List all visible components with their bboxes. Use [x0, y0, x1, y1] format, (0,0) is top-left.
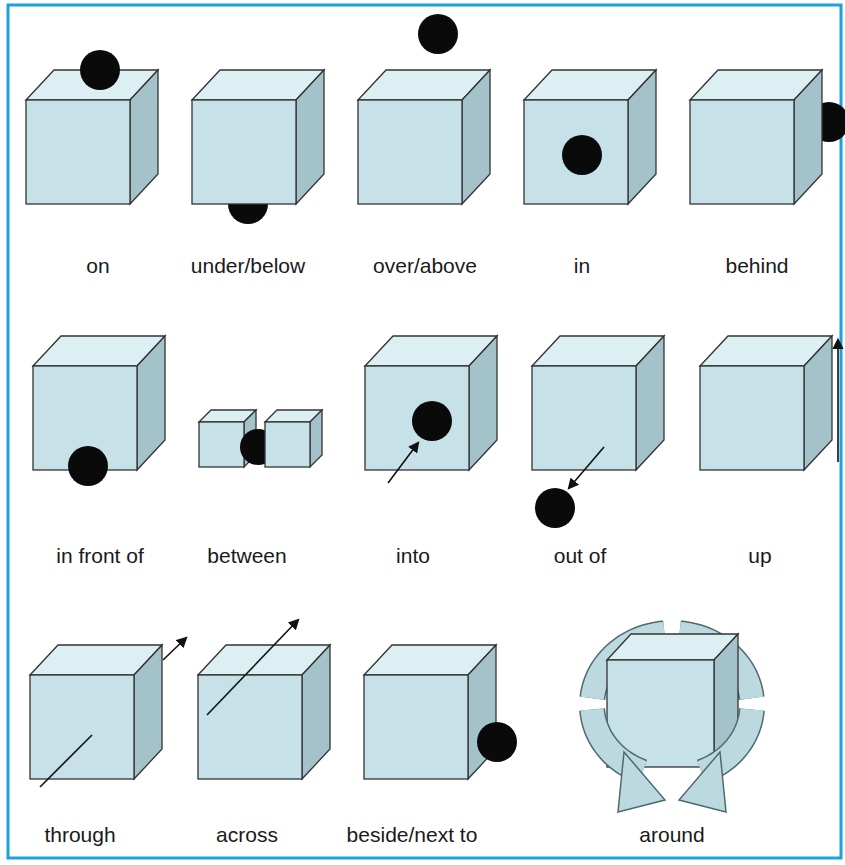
preposition-label: up [748, 543, 771, 568]
preposition-label: into [396, 543, 430, 568]
cube [358, 70, 490, 204]
cube [532, 336, 664, 470]
preposition-label: over/above [373, 253, 477, 278]
cube [198, 645, 330, 779]
preposition-label: around [639, 822, 704, 847]
frame [8, 5, 841, 858]
ball [418, 14, 458, 54]
motion-arrow [388, 443, 418, 483]
cube [30, 645, 162, 779]
preposition-label: under/below [191, 253, 305, 278]
preposition-label: on [86, 253, 109, 278]
cube [690, 70, 822, 204]
preposition-label: through [44, 822, 115, 847]
preposition-label: in front of [56, 543, 144, 568]
ball [477, 722, 517, 762]
preposition-label: out of [554, 543, 607, 568]
motion-arrow [837, 340, 839, 462]
motion-arrow [163, 638, 186, 660]
cube [607, 634, 738, 767]
cube [364, 645, 496, 779]
motion-arrow [207, 620, 298, 715]
cube [26, 70, 158, 204]
around-arrows-front [592, 710, 752, 812]
cube [265, 410, 322, 467]
motion-line [40, 735, 92, 787]
ball [68, 446, 108, 486]
motion-arrow [569, 447, 604, 488]
preposition-label: across [216, 822, 278, 847]
cube [700, 336, 832, 470]
cube [365, 336, 497, 470]
ball [535, 488, 575, 528]
cube [192, 70, 324, 204]
preposition-label: behind [725, 253, 788, 278]
ball [412, 401, 452, 441]
preposition-label: beside/next to [347, 822, 478, 847]
preposition-label: between [207, 543, 286, 568]
cube [524, 70, 656, 204]
ball [562, 135, 602, 175]
ball [80, 50, 120, 90]
preposition-label: in [574, 253, 590, 278]
